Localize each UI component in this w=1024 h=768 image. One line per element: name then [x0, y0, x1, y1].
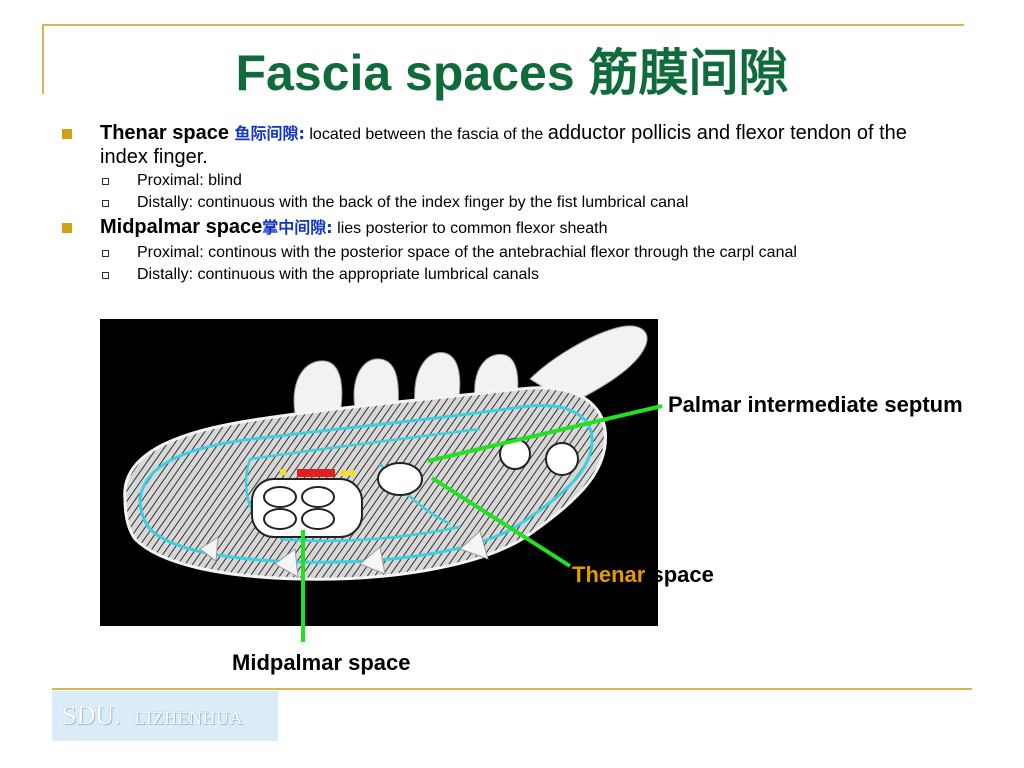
- bullet-chinese: 鱼际间隙:: [234, 124, 305, 143]
- sub-bullet-marker: [102, 272, 109, 279]
- sub-bullet-text: Proximal: blind: [137, 172, 242, 189]
- sub-bullet: Proximal: continous with the posterior s…: [62, 242, 942, 264]
- sub-bullet-marker: [102, 250, 109, 257]
- label-palmar-intermediate-septum: Palmar intermediate septum: [668, 392, 963, 417]
- bullet-marker: [62, 129, 72, 139]
- sub-bullet: Distally: continuous with the appropriat…: [62, 264, 942, 286]
- sub-bullet-text: Distally: continuous with the appropriat…: [137, 266, 539, 283]
- bullet-marker: [62, 223, 72, 233]
- sub-bullet-text: Proximal: continous with the posterior s…: [137, 244, 797, 261]
- label-midpalmar-space: Midpalmar space: [232, 650, 411, 675]
- top-rule: [42, 24, 964, 26]
- bullet-chinese: 掌中间隙:: [262, 218, 333, 237]
- left-rule: [42, 24, 44, 94]
- sub-bullet: Distally: continuous with the back of th…: [62, 192, 942, 214]
- logo-author: LIZHENHUA: [134, 708, 243, 728]
- bullet-text-small: located between the fascia of the: [304, 126, 548, 143]
- sub-bullet-marker: [102, 178, 109, 185]
- title-english: Fascia spaces: [235, 45, 589, 101]
- bullet-head: Midpalmar space: [100, 216, 263, 238]
- sub-bullet: Proximal: blind: [62, 170, 942, 192]
- bullet-midpalmar: Midpalmar space掌中间隙: lies posterior to c…: [62, 216, 942, 240]
- sub-bullet-text: Distally: continuous with the back of th…: [137, 194, 689, 211]
- footer-logo: SDU. LIZHENHUA: [52, 691, 278, 741]
- label-thenar-word: Thenar: [572, 562, 646, 587]
- label-space-word: space: [645, 562, 714, 587]
- bullet-text-small: lies posterior to common flexor sheath: [332, 220, 608, 237]
- bullet-thenar: Thenar space 鱼际间隙: located between the f…: [62, 122, 942, 168]
- sub-bullet-marker: [102, 200, 109, 207]
- footer-rule: [52, 688, 972, 690]
- title-chinese: 筋膜间隙: [588, 44, 789, 102]
- bullet-head: Thenar space: [100, 122, 235, 144]
- bullet-text: adductor pollicis and flexor tendon of t…: [100, 122, 907, 168]
- logo-sdu: SDU.: [62, 701, 121, 730]
- label-thenar-space: Thenar space: [572, 562, 714, 588]
- slide-title: Fascia spaces 筋膜间隙: [0, 38, 1024, 108]
- bullet-list: Thenar space 鱼际间隙: located between the f…: [62, 122, 942, 286]
